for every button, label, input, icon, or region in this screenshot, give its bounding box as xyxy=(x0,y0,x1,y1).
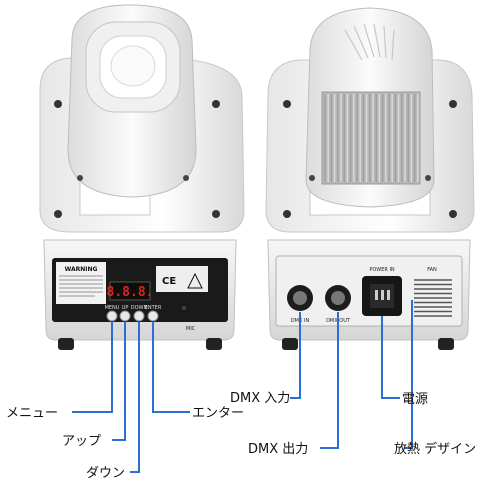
left-foot xyxy=(58,338,74,350)
enter-callout: エンター xyxy=(192,406,245,421)
warning-triangle-icon xyxy=(187,272,203,289)
power-callout: 電源 xyxy=(402,392,429,407)
callout-line-power xyxy=(381,316,400,399)
fan-grille xyxy=(414,279,452,317)
mic-hole xyxy=(182,306,186,310)
down-callout: ダウン xyxy=(86,466,126,481)
right-foot xyxy=(438,338,454,350)
led-display xyxy=(109,281,151,301)
dmx-out-callout: DMX 出力 xyxy=(248,442,309,457)
down-button[interactable] xyxy=(133,310,145,322)
callout-line-enter xyxy=(152,322,190,413)
callout-lines xyxy=(72,300,413,473)
enter-button[interactable] xyxy=(147,310,159,322)
screw xyxy=(283,210,291,218)
screw xyxy=(77,175,83,181)
callout-line-up xyxy=(112,322,126,441)
screw xyxy=(212,100,220,108)
up-callout: アップ xyxy=(62,434,102,449)
callout-line-dmx-out xyxy=(320,312,339,449)
fan-callout: 放熱 デザイン xyxy=(394,442,477,457)
warning-title: WARNING xyxy=(65,266,98,273)
power-label: POWER IN xyxy=(369,267,395,273)
mic-label: MIC xyxy=(186,326,196,332)
right-moving-head: DMX IN DMX OUT POWER IN FAN xyxy=(265,7,475,350)
callout-line-down xyxy=(130,322,140,473)
screw xyxy=(54,210,62,218)
fan-label: FAN xyxy=(427,267,437,273)
callout-line-menu xyxy=(72,322,113,413)
right-foot xyxy=(206,338,222,350)
screw xyxy=(283,100,291,108)
screw xyxy=(183,175,189,181)
display-value: 8.8.8. xyxy=(107,285,154,300)
heatsink-fins xyxy=(324,94,419,182)
dmx-in-callout: DMX 入力 xyxy=(230,391,291,406)
screw xyxy=(449,210,457,218)
callout-line-fan xyxy=(404,300,413,449)
up-button[interactable] xyxy=(119,310,131,322)
screw xyxy=(309,175,315,181)
menu-button[interactable] xyxy=(106,310,118,322)
lens-glass xyxy=(110,45,156,87)
menu-callout: メニュー xyxy=(6,406,59,421)
button-label-enter: ENTER xyxy=(145,305,162,311)
left-moving-head: WARNING 8.8.8. CE MENU UP DOWN ENTER MIC xyxy=(39,4,245,350)
button-label-menu: MENU xyxy=(105,305,120,311)
screw xyxy=(425,175,431,181)
callout-line-dmx-in xyxy=(290,312,301,399)
warning-label xyxy=(56,262,106,304)
button-label-up: UP xyxy=(122,305,129,311)
screw xyxy=(54,100,62,108)
screw xyxy=(449,100,457,108)
screw xyxy=(212,210,220,218)
left-foot xyxy=(282,338,298,350)
ce-mark-icon: CE xyxy=(162,276,176,287)
dome-vents xyxy=(344,23,395,61)
button-label-down: DOWN xyxy=(131,305,148,311)
